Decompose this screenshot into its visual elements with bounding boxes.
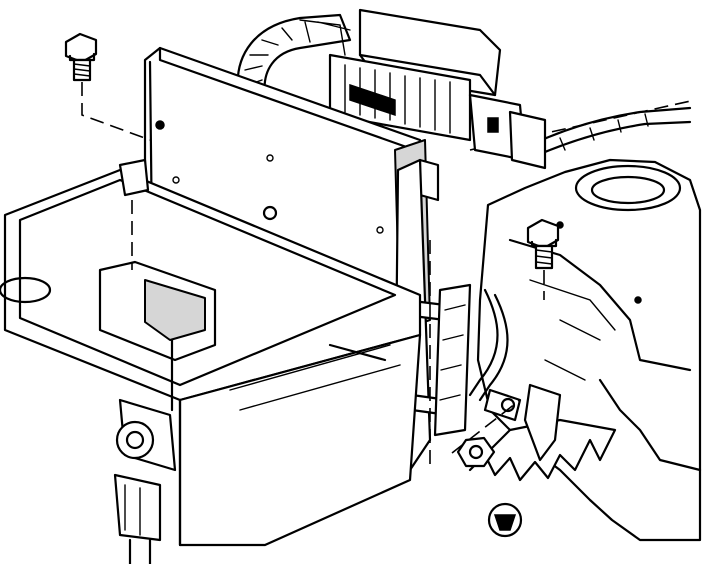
- nut-icon: [456, 436, 496, 468]
- tray-box: [0, 158, 422, 547]
- engine-housing: [468, 158, 702, 542]
- bolt-icon: [64, 32, 151, 141]
- ground-terminal: [433, 283, 562, 462]
- battery-terminal: [113, 398, 177, 564]
- bolt-icon: [526, 218, 560, 300]
- bolt-icon: [487, 502, 523, 538]
